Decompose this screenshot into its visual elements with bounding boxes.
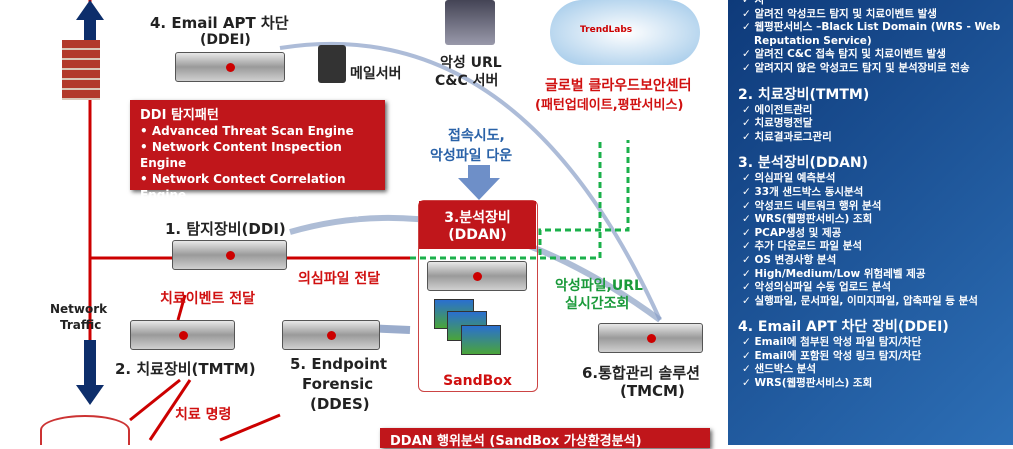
ddan-sub: (DDAN) [448, 227, 507, 243]
panel-item: 악성의심파일 수동 업로드 분석 [738, 281, 1001, 295]
ddi-label: 1. 탐지장비(DDI) [165, 220, 286, 238]
mail-server-icon [318, 45, 346, 83]
panel-item: 33개 샌드박스 동시분석 [738, 186, 1001, 200]
ddi-server-icon [172, 240, 287, 270]
panel-item: 알려지지 않은 악성코드 탐지 및 분석장비로 전송 [738, 62, 1001, 76]
panel-item: 치료명령전달 [738, 117, 1001, 131]
ddan-server-icon [427, 261, 527, 291]
ddi-pattern: • WRS (Web Reputation Service) [140, 204, 361, 218]
cloud-title: 글로벌 클라우드보안센터 [545, 78, 692, 94]
panel-section-title: 2. 치료장비(TMTM) [738, 86, 870, 103]
malicious-url: 악성 URL [440, 55, 502, 71]
panel-item: 의심파일 예측분석 [738, 172, 1001, 186]
panel-item: 알려진 악성코드 탐지 및 치료이벤트 발생 [738, 8, 1001, 22]
ddi-pattern-title: DDI 탐지패턴 [140, 108, 219, 123]
panel-section-title: 3. 분석장비(DDAN) [738, 155, 869, 172]
panel-item: 에이전트관리 [738, 104, 1001, 118]
panel-item: OS 변경사항 분석 [738, 254, 1001, 268]
ddi-pattern: • Network Content Inspection Engine [140, 140, 342, 170]
firewall-icon [62, 40, 100, 100]
ddi-pattern: • Advanced Threat Scan Engine [140, 124, 354, 138]
panel-item: Email에 첨부된 악성 파일 탐지/차단 [738, 336, 1001, 350]
ddes-server-icon [282, 320, 380, 350]
tmtm-label: 2. 치료장비(TMTM) [115, 360, 256, 378]
cure-event-label: 치료이벤트 전달 [160, 291, 256, 307]
suspicious-file-label: 의심파일 전달 [298, 271, 381, 287]
panel-item: WRS(웹평판서비스) 조회 [738, 377, 1001, 391]
panel-item: 알려진 C&C 접속 탐지 및 치료이벤트 발생 [738, 48, 1001, 62]
cloud-icon: TrendLabs [550, 0, 700, 65]
panel-item: 샌드박스 분석 [738, 363, 1001, 377]
ddei-server-icon [175, 52, 285, 82]
tmcm-label: 6.통합관리 솔루션 [582, 364, 700, 382]
panel-item: 추가 다운로드 파일 분석 [738, 240, 1001, 254]
ddes-label-1: 5. Endpoint [290, 355, 388, 373]
realtime-label-2: 실시간조회 [565, 296, 630, 312]
mail-server-label: 메일서버 [350, 66, 402, 82]
tmcm-server-icon [598, 323, 703, 353]
ddi-pattern-box: DDI 탐지패턴 • Advanced Threat Scan Engine •… [130, 100, 385, 218]
trendlabs-logo: TrendLabs [580, 25, 633, 35]
ddes-label-3: (DDES) [310, 395, 370, 413]
panel-item: PCAP생성 및 제공 [738, 227, 1001, 241]
tmtm-server-icon [130, 320, 235, 350]
cc-server-icon [445, 0, 495, 45]
realtime-label-1: 악성파일,URL [555, 278, 643, 294]
cc-server: C&C 서버 [435, 73, 499, 89]
panel-item: 악성코드 네트워크 행위 분석 [738, 200, 1001, 214]
cloud-sub: (패턴업데이트,평판서비스) [535, 98, 684, 113]
tmcm-sub: (TMCM) [620, 382, 685, 400]
cure-command-label: 치료 명령 [175, 407, 232, 423]
panel-item: Email에 포함된 악성 링크 탐지/차단 [738, 350, 1001, 364]
ddan-box: 3.분석장비 (DDAN) SandBox [418, 200, 538, 392]
malware-download: 악성파일 다운 [430, 148, 513, 164]
panel-section-title: 4. Email APT 차단 장비(DDEI) [738, 319, 949, 336]
ddan-behavior-box: DDAN 행위분석 (SandBox 가상환경분석) [380, 428, 710, 449]
feature-panel: 지 알려진 악성코드 탐지 및 치료이벤트 발생 웹평판서비스 –Black L… [728, 0, 1013, 445]
ddes-label-2: Forensic [302, 375, 374, 393]
panel-item: High/Medium/Low 위험레벨 제공 [738, 268, 1001, 282]
panel-item: 실행파일, 문서파일, 이미지파일, 압축파일 등 분석 [738, 295, 1001, 309]
traffic-label: Traffic [60, 318, 102, 332]
ddei-sub: (DDEI) [200, 32, 251, 48]
traffic-arrow [76, 340, 104, 405]
sandbox-icon [461, 325, 501, 355]
network-label: Network [50, 302, 108, 316]
ddei-title: 4. Email APT 차단 [150, 14, 289, 32]
panel-item: 웹평판서비스 –Black List Domain (WRS - Web Rep… [738, 21, 1001, 48]
ddi-pattern: • Network Contect Correlation Engine [140, 172, 346, 202]
panel-item: 치료결과로그관리 [738, 131, 1001, 145]
ddan-label: 3.분석장비 [444, 210, 511, 226]
sandbox-label: SandBox [443, 373, 512, 389]
panel-item: WRS(웹평판서비스) 조회 [738, 213, 1001, 227]
access-attempt: 접속시도, [448, 128, 505, 144]
endpoint-clients-icon [40, 415, 130, 445]
panel-item: 지 [738, 0, 1001, 8]
